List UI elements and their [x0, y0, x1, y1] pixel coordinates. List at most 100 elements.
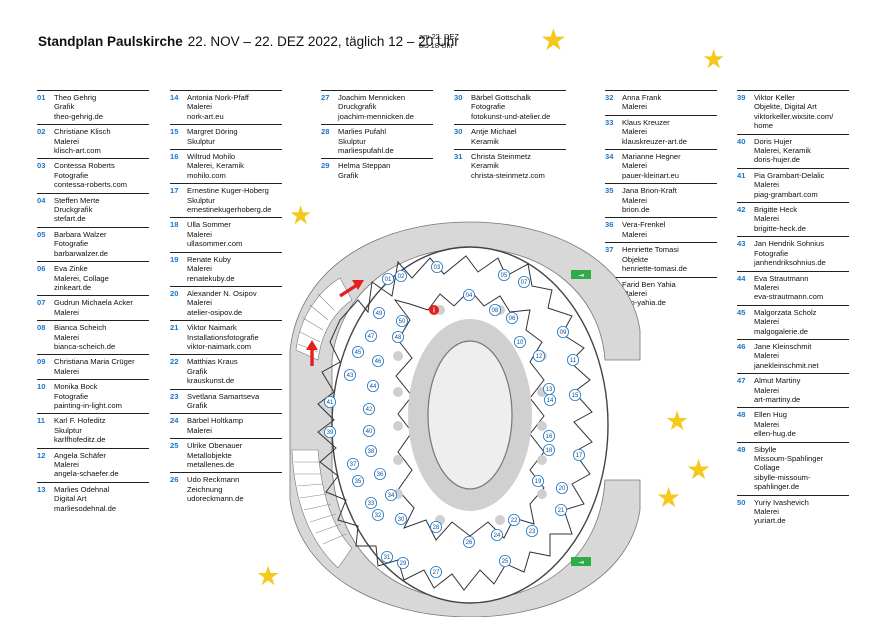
booth-marker: 05 — [497, 268, 510, 281]
svg-text:⇥: ⇥ — [578, 560, 584, 567]
booth-marker-circle — [556, 481, 569, 494]
booth-number: 12 — [37, 450, 46, 460]
artist-detail: Grafik — [338, 170, 359, 180]
artist-name: Marlies Pufahl — [338, 127, 387, 137]
booth-number: 07 — [37, 298, 46, 308]
artist-detail: Objekte — [622, 254, 649, 264]
booth-number: 01 — [37, 93, 46, 102]
booth-marker-label: 50 — [399, 319, 406, 325]
booth-marker: 19 — [532, 474, 545, 487]
booth-number: 21 — [170, 323, 179, 333]
booth-marker-label: 14 — [547, 398, 554, 404]
booth-number: 36 — [605, 220, 614, 230]
booth-marker-label: 07 — [521, 280, 528, 286]
artist-detail: Objekte, Digital Art — [754, 102, 817, 112]
booth-number: 28 — [321, 127, 330, 137]
booth-marker-label: 08 — [492, 308, 499, 314]
booth-marker: 48 — [391, 330, 404, 343]
artist-detail: Malerei, Keramik — [754, 146, 811, 156]
artist-name: Marlies Odehnal — [54, 484, 110, 494]
booth-number: 03 — [37, 161, 46, 171]
booth-marker-label: 02 — [398, 274, 405, 280]
booth-marker: 24 — [490, 529, 503, 542]
booth-marker-label: 34 — [388, 493, 395, 499]
info-icon: i — [429, 305, 439, 315]
booth-marker-label: 39 — [327, 430, 334, 436]
artist-detail: krauskunst.de — [187, 376, 235, 386]
booth-marker-circle — [497, 268, 510, 281]
booth-marker-circle — [346, 457, 359, 470]
booth-marker: 49 — [372, 306, 385, 319]
booth-marker: 18 — [543, 443, 556, 456]
artist-name: Margret Döring — [187, 127, 238, 137]
booth-marker: 44 — [366, 379, 379, 392]
artist-detail: henriette-tomasi.de — [622, 264, 688, 274]
artist-name: Ulrike Obenauer — [187, 441, 243, 451]
booth-number: 02 — [37, 127, 46, 137]
artist-detail: Skulptur — [338, 136, 366, 146]
booth-marker: 13 — [543, 382, 556, 395]
booth-marker-label: 41 — [327, 400, 334, 406]
booth-marker: 46 — [371, 354, 384, 367]
artist-name: Ulla Sommer — [187, 220, 231, 230]
booth-number: 40 — [737, 136, 746, 146]
booth-marker-circle — [557, 325, 570, 338]
artist-detail: theo-gehrig.de — [54, 111, 103, 121]
artist-detail: karlfhofeditz.de — [54, 435, 106, 445]
booth-marker-label: 04 — [466, 293, 473, 299]
booth-marker: 11 — [567, 353, 580, 366]
artist-detail: Skulptur — [187, 195, 215, 205]
booth-marker-label: 32 — [375, 513, 382, 519]
artist-detail: Malerei — [622, 229, 647, 239]
exit-sign-icon: ⇥ — [571, 557, 591, 567]
booth-marker-label: 23 — [529, 529, 536, 535]
artist-detail: ellen-hug.de — [754, 429, 796, 439]
star-icon: ★ — [686, 454, 712, 485]
artist-name: Antje Michael — [471, 127, 517, 137]
artist-name: Doris Hujer — [754, 136, 792, 146]
booth-marker-label: 19 — [535, 479, 542, 485]
artist-detail: nork-art.eu — [187, 111, 224, 121]
artist-detail: mohilo.com — [187, 170, 226, 180]
booth-marker-label: 12 — [536, 354, 543, 360]
booth-marker-label: 06 — [509, 316, 516, 322]
artist-detail: Malerei, Collage — [54, 273, 109, 283]
booth-marker-circle — [505, 311, 518, 324]
artist-detail: Keramik — [471, 161, 499, 171]
artist-name: Jane Kleinschmit — [754, 341, 812, 351]
artist-detail: Malerei — [187, 425, 212, 435]
booth-marker: 25 — [498, 555, 511, 568]
closing-note-line2: bis 18 Uhr — [419, 40, 454, 50]
booth-marker-circle — [533, 349, 546, 362]
artist-detail: Druckgrafik — [54, 205, 93, 215]
booth-marker-label: 11 — [570, 358, 577, 364]
artist-detail: Fotografie — [54, 239, 89, 249]
artist-detail: Metallobjekte — [187, 450, 232, 460]
artist-detail: stefart.de — [54, 214, 86, 224]
booth-marker-circle — [366, 379, 379, 392]
artist-detail: Fotografie — [54, 391, 89, 401]
booth-marker: 03 — [430, 260, 443, 273]
center-oval — [427, 340, 513, 490]
artist-name: Farid Ben Yahia — [622, 279, 676, 289]
staircase-upper — [295, 277, 353, 361]
booth-marker-label: 13 — [546, 387, 553, 393]
artist-detail: angela-schaefer.de — [54, 469, 119, 479]
artist-detail: Malerei — [54, 460, 79, 469]
artist-detail: Grafik — [187, 400, 208, 410]
booth-marker: 39 — [323, 425, 336, 438]
booth-marker-circle — [391, 330, 404, 343]
artist-detail: Malerei — [54, 307, 79, 317]
